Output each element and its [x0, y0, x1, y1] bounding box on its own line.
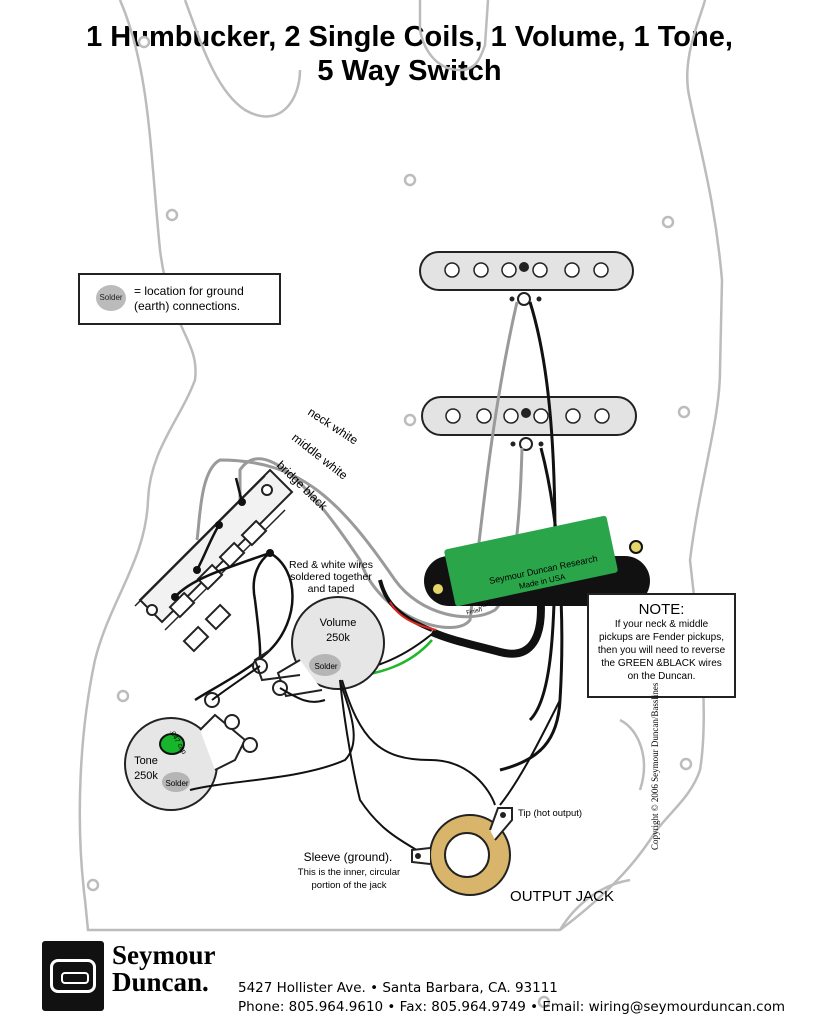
- middle-single-coil-pickup: [421, 396, 637, 451]
- footer-contact: Phone: 805.964.9610 • Fax: 805.964.9749 …: [238, 999, 786, 1015]
- note-line3: then you will need to reverse: [597, 645, 726, 656]
- volume-pot-value: 250k: [326, 632, 350, 644]
- red-wire: [389, 601, 437, 631]
- copyright-text: Copyright © 2006 Seymour Duncan/Bassline…: [650, 682, 660, 850]
- volume-solder-label: Solder: [314, 662, 337, 671]
- diagram-title-line2: 5 Way Switch: [317, 55, 502, 87]
- output-jack[interactable]: [411, 807, 513, 896]
- screw-icon: [661, 215, 675, 229]
- humbucker-label-start: Start: [478, 601, 492, 610]
- pickguard-inner-outline: [183, 0, 302, 118]
- legend-line2: (earth) connections.: [134, 299, 241, 313]
- note-line5: on the Duncan.: [627, 671, 696, 682]
- jack-sleeve-desc-1: This is the inner, circular: [298, 867, 400, 878]
- humbucker-label-finish: Finish: [466, 607, 483, 616]
- screw-icon: [403, 413, 417, 427]
- tone-pot[interactable]: [124, 692, 258, 811]
- volume-pot-label: Volume: [320, 617, 357, 629]
- brand-name-line2: Duncan.: [112, 967, 209, 997]
- screw-icon: [403, 173, 417, 187]
- wire-label-neck: neck white: [305, 405, 360, 448]
- volume-pot[interactable]: [252, 596, 385, 698]
- jack-sleeve-label: Sleeve (ground).: [304, 850, 393, 864]
- screw-icon: [137, 35, 151, 49]
- legend: Solder = location for ground (earth) con…: [78, 273, 281, 325]
- note-body: If your neck & middle pickups are Fender…: [589, 618, 734, 683]
- screw-icon: [165, 208, 179, 222]
- legend-text: = location for ground (earth) connection…: [134, 284, 244, 314]
- red-white-note-line1: Red & white wires: [289, 559, 373, 571]
- solder-point-icon: Solder: [96, 285, 126, 311]
- screw-icon: [679, 757, 693, 771]
- mounting-screws: [86, 35, 693, 1009]
- red-white-note-line3: and taped: [308, 583, 355, 595]
- humbucker-cable: [430, 591, 545, 658]
- neck-pocket-outline: [418, 0, 490, 72]
- jack-sleeve-desc-2: portion of the jack: [312, 880, 387, 891]
- screw-icon: [677, 405, 691, 419]
- red-white-note-line2: soldered together: [290, 571, 372, 583]
- note-line2: pickups are Fender pickups,: [598, 632, 725, 643]
- seymour-duncan-logo: [42, 941, 104, 1011]
- note-line4: the GREEN &BLACK wires: [601, 658, 722, 669]
- screw-icon: [537, 995, 551, 1009]
- legend-line1: = location for ground: [134, 284, 244, 298]
- note-line1: If your neck & middle: [614, 619, 709, 630]
- lower-horn-outline: [558, 718, 646, 931]
- pot-wiring: [189, 665, 561, 853]
- footer-address: 5427 Hollister Ave. • Santa Barbara, CA.…: [238, 980, 558, 996]
- tone-solder-label: Solder: [165, 779, 188, 788]
- tone-pot-label: Tone: [134, 755, 158, 767]
- logo-mark-icon: [50, 959, 96, 993]
- jack-tip-label: Tip (hot output): [518, 808, 582, 819]
- tone-pot-value: 250k: [134, 770, 158, 782]
- five-way-switch[interactable]: [134, 468, 294, 653]
- screw-icon: [116, 689, 130, 703]
- screw-icon: [86, 878, 100, 892]
- note-title: NOTE:: [638, 601, 685, 618]
- note-box: NOTE: If your neck & middle pickups are …: [587, 593, 736, 698]
- output-jack-label: OUTPUT JACK: [510, 888, 614, 905]
- brand-name-line1: Seymour: [112, 940, 216, 970]
- neck-single-coil-pickup: [419, 251, 634, 306]
